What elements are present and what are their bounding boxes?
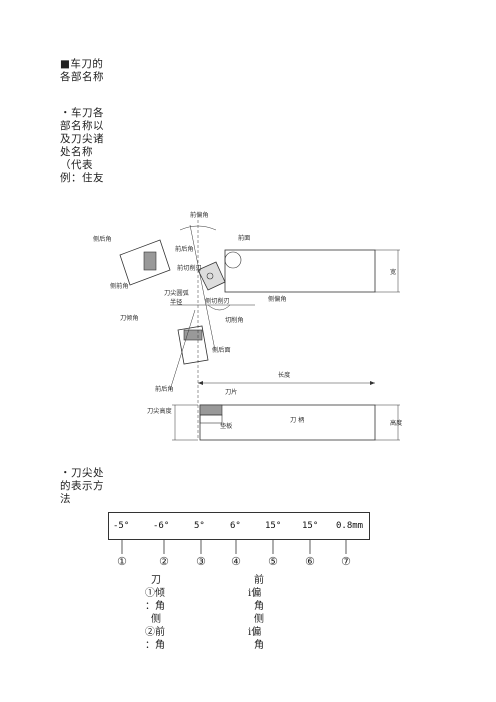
- legend-left-line-6: ：角: [145, 640, 165, 651]
- notation-value-1: -5°: [113, 521, 130, 531]
- label-front-cutting-edge: 前切削刃: [177, 264, 202, 272]
- label-side-cutting-edge: 侧切削刃: [205, 297, 230, 305]
- shim-side-view: [199, 414, 223, 424]
- notation-ticks: [121, 540, 347, 554]
- legend-left-line-5: ②前: [145, 627, 165, 638]
- cutting-angle-view: [177, 325, 209, 365]
- insert-side-view: [199, 404, 223, 416]
- notation-value-5: 15°: [265, 521, 282, 531]
- circle-number-3: ③: [196, 555, 206, 568]
- notation-value-3: 5°: [194, 521, 205, 531]
- label-width: 宽: [390, 268, 396, 276]
- legend-right-line-2-text: 偏: [251, 588, 262, 599]
- legend-right: 前 ⅰ偏 角 侧 ⅰ偏 角: [248, 574, 264, 652]
- label-side-face: 侧后面: [212, 346, 231, 354]
- label-tip-height: 刀尖高度: [147, 407, 172, 415]
- notation-value-6: 15°: [302, 521, 319, 531]
- legend-right-line-1: 前: [254, 575, 264, 586]
- legend-right-line-6: 角: [254, 640, 264, 651]
- legend-left-line-1: 刀: [151, 575, 161, 586]
- legend-right-line-2: ⅰ偏: [248, 588, 262, 599]
- label-shank: 刀 柄: [290, 416, 304, 424]
- label-tool-life-line: 侧前角: [110, 282, 129, 290]
- label-shim: 垫板: [220, 422, 232, 430]
- section-subtitle: ・车刀各部名称以及刀尖诸处名称（代表例：住友: [60, 107, 104, 184]
- legend-right-line-4: 侧: [254, 614, 264, 625]
- notation-value-2: -6°: [153, 521, 170, 531]
- legend-left: 刀 ①倾 ：角 侧 ②前 ：角: [145, 574, 165, 652]
- label-side-rake: 侧后角: [93, 235, 112, 243]
- label-rear-angle: 前后角: [155, 385, 174, 393]
- label-height: 高度: [390, 419, 402, 427]
- label-cutting-angle: 切削角: [225, 316, 244, 324]
- legend-left-line-3: ：角: [145, 601, 165, 612]
- section-title: ■车刀的各部名称: [60, 58, 104, 83]
- label-insert: 刀片: [225, 388, 237, 396]
- notation-value-4: 6°: [230, 521, 241, 531]
- legend-right-line-5: ⅰ偏: [248, 627, 262, 638]
- notation-box: -5° -6° 5° 6° 15° 15° 0.8mm: [108, 512, 370, 540]
- legend-left-line-2: ①倾: [145, 588, 165, 599]
- label-side-clearance: 侧偏角: [268, 295, 287, 303]
- circle-number-6: ⑥: [305, 555, 315, 568]
- circle-number-5: ⑤: [268, 555, 278, 568]
- insert-top-view: [197, 261, 226, 291]
- label-length: 长度: [278, 371, 290, 379]
- label-radius: 半径: [170, 298, 182, 306]
- circle-number-4: ④: [231, 555, 241, 568]
- notation-value-7: 0.8mm: [336, 521, 364, 531]
- side-clearance-view: [119, 239, 171, 286]
- label-front-rake: 前后角: [175, 245, 194, 253]
- circle-number-7: ⑦: [341, 555, 351, 568]
- label-back-angle: 刀倾角: [120, 314, 139, 322]
- tip-section-title: ・刀尖处的表示方法: [60, 467, 104, 505]
- legend-right-line-5-text: 偏: [251, 627, 262, 638]
- label-rake-face: 前面: [238, 234, 250, 242]
- legend-right-line-3: 角: [254, 601, 264, 612]
- shank-top-view: [224, 249, 376, 293]
- label-front-clearance: 前偏角: [190, 211, 209, 219]
- turning-tool-diagram: 前偏角 侧后角 前后角 前面 前切削刃 侧前角 刀尖圆弧 半径 侧切削刃 侧偏角…: [93, 211, 402, 441]
- circle-number-1: ①: [117, 555, 127, 568]
- label-nose-radius: 刀尖圆弧: [164, 289, 189, 297]
- circle-number-2: ②: [159, 555, 169, 568]
- legend-left-line-4: 侧: [151, 614, 161, 625]
